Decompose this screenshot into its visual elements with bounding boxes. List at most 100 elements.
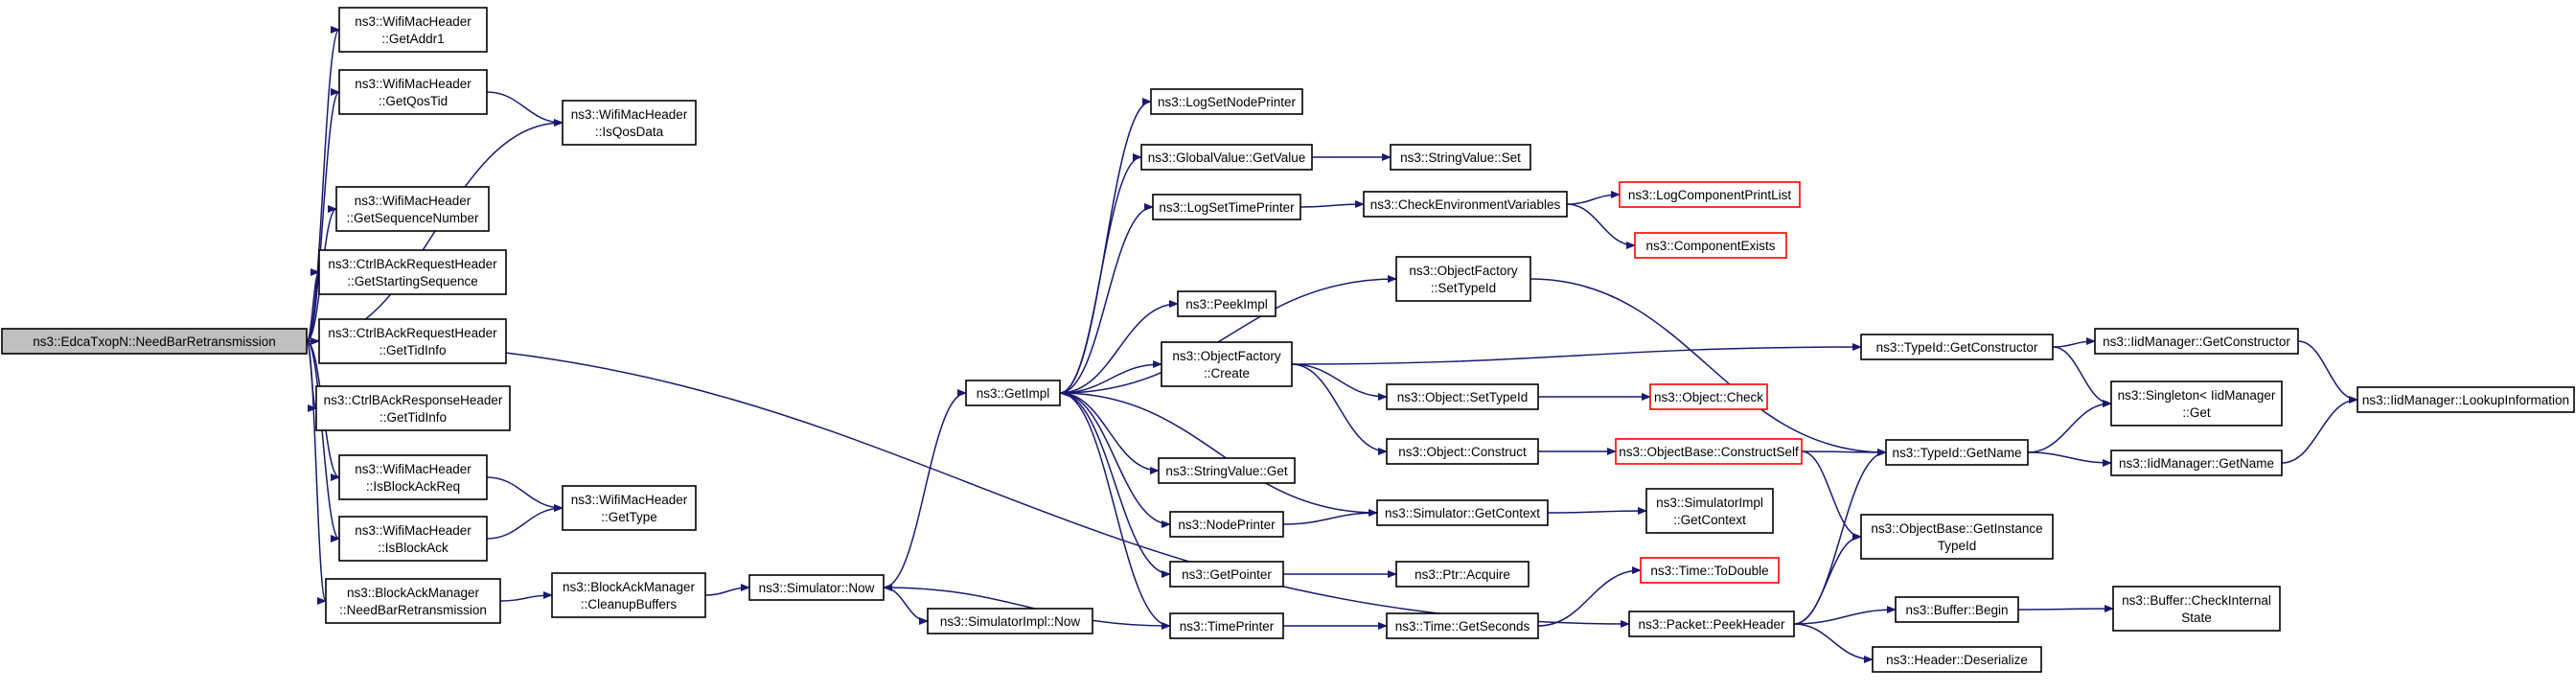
node-object-settypeid[interactable]: ns3::Object::SetTypeId [1386, 383, 1539, 410]
node-nodeprinter[interactable]: ns3::NodePrinter [1169, 511, 1284, 538]
node-logcompprintlist[interactable]: ns3::LogComponentPrintList [1619, 181, 1801, 208]
node-objfactory-create[interactable]: ns3::ObjectFactory::Create [1161, 341, 1293, 387]
node-cbar-getstartseq[interactable]: ns3::CtrlBAckRequestHeader::GetStartingS… [318, 249, 507, 295]
node-ptr-acquire[interactable]: ns3::Ptr::Acquire [1395, 561, 1530, 588]
node-label: ::GetStartingSequence [347, 274, 478, 288]
node-objbase-constructself[interactable]: ns3::ObjectBase::ConstructSelf [1615, 438, 1803, 465]
node-timeprinter[interactable]: ns3::TimePrinter [1169, 612, 1284, 639]
node-stringvalue-set[interactable]: ns3::StringValue::Set [1390, 144, 1531, 171]
node-iidmgr-getname[interactable]: ns3::IidManager::GetName [2110, 450, 2283, 476]
node-iidmgr-getconstructor[interactable]: ns3::IidManager::GetConstructor [2094, 328, 2299, 355]
node-box [1161, 341, 1293, 387]
node-wmh-getqostid[interactable]: ns3::WifiMacHeader::GetQosTid [338, 69, 488, 115]
edge-objfactory-create-to-object-construct [1291, 363, 1388, 455]
node-iidmgr-lookup[interactable]: ns3::IidManager::LookupInformation [2357, 386, 2575, 413]
node-globalvalue-getvalue[interactable]: ns3::GlobalValue::GetValue [1140, 144, 1313, 171]
node-getpointer[interactable]: ns3::GetPointer [1169, 561, 1284, 588]
node-box [1649, 383, 1768, 410]
node-box [2110, 450, 2283, 476]
node-packet-peekheader[interactable]: ns3::Packet::PeekHeader [1628, 611, 1795, 637]
edge-typeid-getconstructor-to-singleton-get [2052, 346, 2112, 407]
node-wmh-gettype[interactable]: ns3::WifiMacHeader::GetType [562, 485, 697, 531]
edge-wmh-isblockackreq-to-wmh-gettype [486, 476, 564, 512]
node-label: ns3::TimePrinter [1180, 619, 1275, 634]
node-box [2112, 586, 2281, 632]
node-stringvalue-get[interactable]: ns3::StringValue::Get [1158, 457, 1296, 484]
node-wmh-getseq[interactable]: ns3::WifiMacHeader::GetSequenceNumber [335, 186, 490, 232]
node-typeid-getconstructor[interactable]: ns3::TypeId::GetConstructor [1860, 334, 2054, 360]
node-buffer-begin[interactable]: ns3::Buffer::Begin [1895, 596, 2019, 623]
node-sim-now[interactable]: ns3::Simulator::Now [748, 574, 885, 601]
node-label: ns3::LogSetTimePrinter [1159, 200, 1295, 215]
node-wmh-isblockackreq[interactable]: ns3::WifiMacHeader::IsBlockAckReq [338, 454, 488, 500]
node-label: ns3::WifiMacHeader [355, 77, 472, 91]
node-root[interactable]: ns3::EdcaTxopN::NeedBarRetransmission [1, 328, 308, 355]
edge-getimpl-to-nodeprinter [1059, 392, 1171, 528]
node-label: ns3::Simulator::GetContext [1385, 506, 1540, 520]
node-header-deserialize[interactable]: ns3::Header::Deserialize [1872, 646, 2042, 673]
edge-typeid-getname-to-iidmgr-getname [2027, 451, 2112, 467]
node-box [1376, 499, 1549, 526]
node-cbresp-gettidinfo[interactable]: ns3::CtrlBAckResponseHeader::GetTidInfo [315, 385, 511, 431]
node-compexists[interactable]: ns3::ComponentExists [1634, 232, 1787, 259]
node-box [318, 318, 507, 364]
node-objfactory-settypeid[interactable]: ns3::ObjectFactory::SetTypeId [1395, 256, 1531, 302]
node-time-getseconds[interactable]: ns3::Time::GetSeconds [1386, 612, 1539, 639]
node-logsetnodeprinter[interactable]: ns3::LogSetNodePrinter [1150, 88, 1303, 115]
node-peekimpl[interactable]: ns3::PeekImpl [1177, 290, 1276, 317]
node-object-check[interactable]: ns3::Object::Check [1649, 383, 1768, 410]
node-box [338, 69, 488, 115]
node-label: ns3::GetImpl [977, 386, 1050, 401]
node-box [338, 516, 488, 562]
node-label: ns3::Simulator::Now [759, 581, 875, 595]
node-wmh-getaddr1[interactable]: ns3::WifiMacHeader::GetAddr1 [338, 7, 488, 53]
node-wmh-isblockack[interactable]: ns3::WifiMacHeader::IsBlockAck [338, 516, 488, 562]
node-label: ns3::ObjectBase::ConstructSelf [1619, 445, 1799, 459]
node-box [1169, 561, 1284, 588]
node-label: ns3::ObjectFactory [1172, 349, 1281, 363]
edge-typeid-getconstructor-to-iidmgr-getconstructor [2052, 337, 2096, 348]
node-logsettimeprinter[interactable]: ns3::LogSetTimePrinter [1152, 194, 1301, 220]
node-time-todouble[interactable]: ns3::Time::ToDouble [1640, 557, 1780, 584]
node-label: ns3::Ptr::Acquire [1414, 567, 1510, 582]
node-label: ns3::SimulatorImpl [1656, 496, 1763, 510]
node-label: ns3::CtrlBAckRequestHeader [328, 257, 497, 271]
edge-wmh-getqostid-to-wmh-isqosdata [486, 91, 564, 127]
node-wmh-isqosdata[interactable]: ns3::WifiMacHeader::IsQosData [562, 100, 697, 146]
edge-root-to-cbar-getstartseq [306, 268, 320, 342]
node-simimpl-now[interactable]: ns3::SimulatorImpl::Now [927, 608, 1093, 634]
node-box [1628, 611, 1795, 637]
edges-layer [306, 26, 2358, 663]
node-box [2094, 328, 2299, 355]
node-box [1169, 612, 1284, 639]
node-label: ns3::Time::ToDouble [1650, 564, 1768, 578]
node-label: ::GetSequenceNumber [346, 211, 479, 225]
edge-objfactory-create-to-object-settypeid [1291, 363, 1388, 401]
node-label: State [2181, 611, 2212, 625]
node-object-construct[interactable]: ns3::Object::Construct [1386, 438, 1539, 465]
node-sim-getcontext[interactable]: ns3::Simulator::GetContext [1376, 499, 1549, 526]
node-cbar-gettidinfo[interactable]: ns3::CtrlBAckRequestHeader::GetTidInfo [318, 318, 507, 364]
node-box [325, 578, 501, 624]
edge-sim-now-to-getimpl [883, 389, 967, 588]
node-bam-cleanup[interactable]: ns3::BlockAckManager::CleanupBuffers [551, 572, 706, 618]
edge-sim-getcontext-to-simimpl-getcontext [1547, 507, 1647, 516]
edge-root-to-packet-peekheader [306, 340, 1630, 628]
node-getimpl[interactable]: ns3::GetImpl [965, 380, 1061, 406]
node-label: ::NeedBarRetransmission [339, 603, 487, 617]
node-bam-needbar[interactable]: ns3::BlockAckManager::NeedBarRetransmiss… [325, 578, 501, 624]
node-label: ns3::IidManager::GetConstructor [2103, 334, 2290, 349]
node-simimpl-getcontext[interactable]: ns3::SimulatorImpl::GetContext [1645, 488, 1774, 534]
node-singleton-get[interactable]: ns3::Singleton< IidManager::Get [2110, 381, 2283, 427]
node-typeid-getname[interactable]: ns3::TypeId::GetName [1885, 439, 2029, 466]
node-checkenv[interactable]: ns3::CheckEnvironmentVariables [1363, 191, 1568, 218]
node-label: ns3::IidManager::LookupInformation [2362, 393, 2569, 407]
node-label: ns3::ComponentExists [1645, 239, 1775, 253]
edge-nodeprinter-to-sim-getcontext [1282, 509, 1378, 525]
node-label: ns3::Buffer::Begin [1905, 603, 2008, 617]
node-label: ::GetTidInfo [380, 410, 447, 425]
node-box [1395, 561, 1530, 588]
